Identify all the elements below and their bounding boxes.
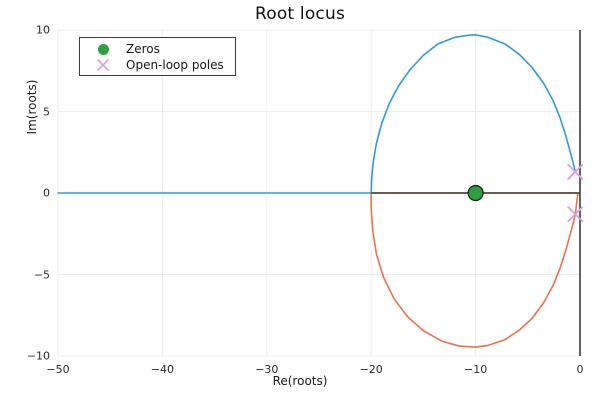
y-tick-label: 0 xyxy=(43,186,50,200)
legend-entry-open-loop-poles: Open-loop poles xyxy=(80,56,224,74)
legend-label-open-loop-poles: Open-loop poles xyxy=(126,58,224,72)
y-tick-label: 10 xyxy=(36,23,50,37)
x-tick-label: 0 xyxy=(576,363,584,376)
x-tick-label: −10 xyxy=(463,363,488,376)
y-tick-label: −10 xyxy=(26,349,50,363)
y-tick-label: −5 xyxy=(33,268,50,281)
locus-curve xyxy=(57,34,577,194)
zero-marker xyxy=(467,184,484,202)
page-title: Root locus xyxy=(254,4,346,24)
pole-marker xyxy=(567,206,584,223)
filled-circle-marker xyxy=(80,43,126,55)
x-tick-label: −30 xyxy=(255,363,279,376)
legend-entry-zeros: Zeros xyxy=(80,40,160,58)
chart-legend: Zeros Open-loop poles xyxy=(79,37,236,76)
y-tick-label: 5 xyxy=(43,105,50,118)
locus-curve xyxy=(370,192,579,348)
x-tick-label: −40 xyxy=(150,363,174,376)
x-tick-label: −50 xyxy=(46,363,70,376)
x-tick-label: −20 xyxy=(359,363,383,376)
x-axis-label: Re(roots) xyxy=(272,374,328,388)
legend-label-zeros: Zeros xyxy=(126,42,160,56)
x-cross-marker xyxy=(80,57,126,73)
pole-marker xyxy=(567,163,584,180)
